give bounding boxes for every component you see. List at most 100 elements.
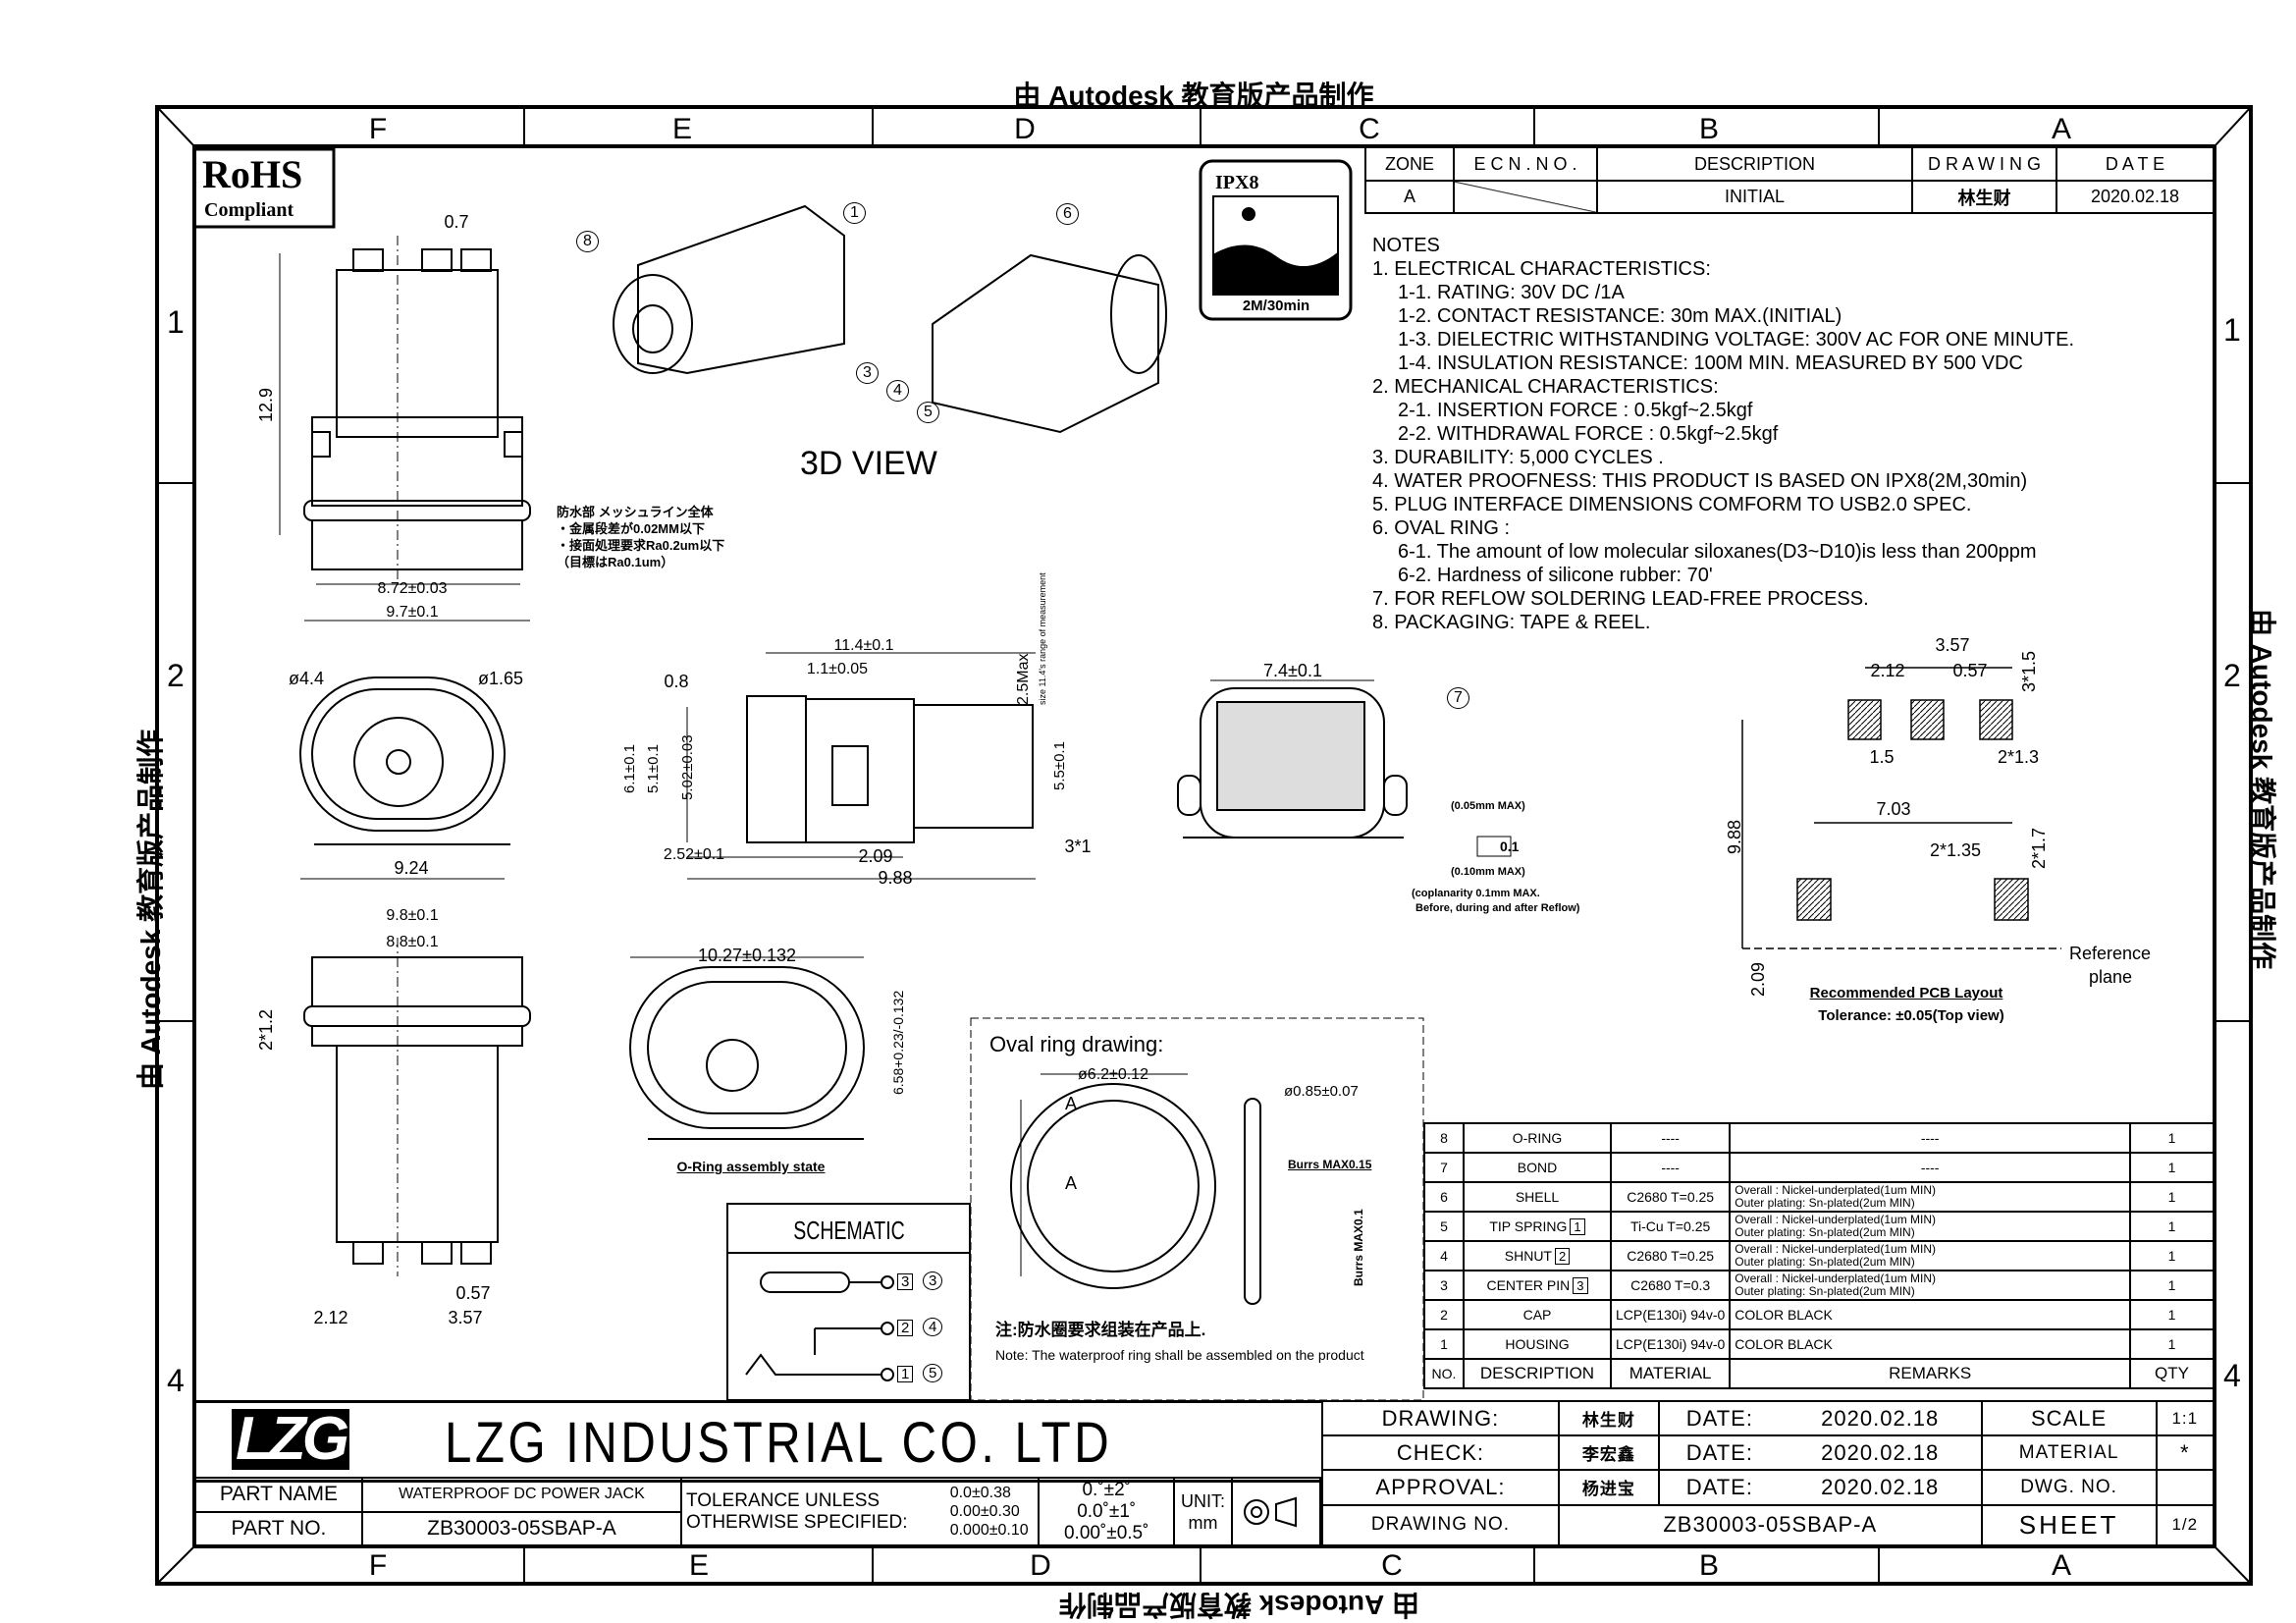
bom-qty: 1	[2129, 1122, 2215, 1154]
bom-desc: SHELL	[1463, 1181, 1612, 1213]
pcb-dim-3x1-5: 3*1.5	[2019, 650, 2039, 692]
drawing-no-value: ZB30003-05SBAP-A	[1557, 1503, 1983, 1547]
bom-qty: 1	[2129, 1328, 2215, 1360]
sheet-label: SHEET	[1980, 1503, 2158, 1547]
bom-header-qty: QTY	[2129, 1358, 2215, 1389]
bom-qty: 1	[2129, 1270, 2215, 1301]
bom-desc-text: SHNUT	[1504, 1247, 1552, 1264]
bom-desc-text: TIP SPRING	[1489, 1217, 1568, 1234]
rohs-compliant-text: Compliant	[204, 199, 294, 221]
bom-material: Ti-Cu T=0.25	[1609, 1211, 1732, 1242]
section-a-label: A	[1065, 1094, 1078, 1113]
watermark-banner-left: 由 Autodesk 教育版产品制作	[135, 729, 166, 1090]
bom-desc-text: HOUSING	[1505, 1336, 1570, 1352]
pcb-dim-2x1-3: 2*1.3	[1998, 747, 2040, 767]
oval-ring-note-en: Note: The waterproof ring shall be assem…	[995, 1347, 1364, 1363]
zone-col-f: F	[368, 113, 388, 145]
bom-remarks: COLOR BLACK	[1729, 1328, 2131, 1360]
unit-label: UNIT:	[1180, 1490, 1225, 1511]
reference-plane-label-2: plane	[2089, 967, 2133, 987]
jp-note-line: ・接面処理要求Ra0.2um以下	[557, 538, 725, 553]
bom-material: ----	[1609, 1152, 1732, 1183]
dim-8-8: 8.8±0.1	[386, 934, 439, 950]
check-by: 李宏鑫	[1557, 1434, 1660, 1472]
note-line: 2-2. WITHDRAWAL FORCE : 0.5kgf~2.5kgf	[1398, 423, 1779, 445]
schematic-title: SCHEMATIC	[793, 1216, 905, 1245]
dim-2x1-2: 2*1.2	[256, 1008, 276, 1051]
tolerance-angular: 0.˚±2˚0.0˚±1˚0.00˚±0.5˚	[1038, 1477, 1176, 1546]
schematic-lines	[745, 1271, 894, 1381]
bom-remark-line: Outer plating: Sn-plated(2um MIN)	[1735, 1225, 1915, 1239]
zone-col-e: E	[671, 113, 693, 145]
dim-0-8: 0.8	[664, 672, 689, 691]
dim-6-1: 6.1±0.1	[621, 744, 638, 793]
dim-2-5max: 2.5Max	[1015, 653, 1032, 705]
date-label: DATE:	[1657, 1434, 1780, 1472]
bom-remarks: ----	[1729, 1122, 2131, 1154]
note-line: 1-4. INSULATION RESISTANCE: 100M MIN. ME…	[1398, 352, 2023, 374]
oval-ring-note-cn: 注:防水圈要求组装在产品上.	[995, 1321, 1206, 1339]
oring-assembly-view	[629, 956, 865, 1140]
notes: NOTES 1. ELECTRICAL CHARACTERISTICS: 1-1…	[1372, 234, 2074, 634]
bom-qty: 1	[2129, 1181, 2215, 1213]
inner-frame	[192, 144, 2216, 1548]
tol-line: 0.˚±2˚	[1082, 1479, 1131, 1500]
pcb-dim-0-57: 0.57	[1952, 661, 1988, 680]
drawing-no-label: DRAWING NO.	[1321, 1503, 1560, 1547]
company-logo: LZG	[232, 1409, 349, 1470]
dim-dia-1-65: ø1.65	[478, 669, 524, 688]
note-line: 5. PLUG INTERFACE DIMENSIONS COMFORM TO …	[1372, 494, 1972, 515]
pcb-dim-1-5: 1.5	[1869, 747, 1895, 767]
dim-10-27: 10.27±0.132	[698, 946, 796, 965]
balloon-4: 4	[886, 380, 909, 402]
ipx8-caption: 2M/30min	[1242, 298, 1310, 314]
flatness-note-2: (0.10mm MAX)	[1451, 866, 1525, 878]
balloon-3: 3	[856, 362, 879, 384]
rev-header-date: D A T E	[2056, 146, 2215, 182]
bom-qty: 1	[2129, 1240, 2215, 1271]
dim-3-57-bottom: 3.57	[448, 1308, 483, 1327]
bom-no: 8	[1423, 1122, 1465, 1154]
dim-dia-4-4: ø4.4	[289, 669, 325, 688]
schematic-pin-1: 1	[897, 1366, 914, 1382]
side-view	[686, 652, 1036, 880]
sheet-value: 1/2	[2155, 1503, 2216, 1547]
bom-no: 4	[1423, 1240, 1465, 1271]
zone-col-b: B	[1698, 113, 1720, 145]
zone-col-e: E	[688, 1549, 710, 1582]
note-line: 1-2. CONTACT RESISTANCE: 30m MAX.(INITIA…	[1398, 305, 1842, 327]
balloon-1: 1	[843, 202, 866, 224]
rev-header-drawing: D R A W I N G	[1911, 146, 2057, 182]
note-line: 6-1. The amount of low molecular siloxan…	[1398, 541, 2037, 563]
pcb-tolerance: Tolerance: ±0.05(Top view)	[1818, 1007, 2004, 1024]
bom-desc: BOND	[1463, 1152, 1612, 1183]
bom-header-no: NO.	[1423, 1358, 1465, 1389]
dim-5-02: 5.02±0.03	[679, 734, 696, 800]
burrs-note-1: Burrs MAX0.15	[1288, 1158, 1372, 1171]
tol-line: 0.000±0.10	[949, 1522, 1029, 1539]
zone-col-c: C	[1359, 113, 1380, 145]
oring-assembly-caption: O-Ring assembly state	[676, 1159, 826, 1174]
watermark-banner-right: 由 Autodesk 教育版产品制作	[2247, 609, 2277, 970]
date-label: DATE:	[1657, 1469, 1780, 1506]
zone-row-4: 4	[167, 1363, 185, 1398]
section-a-label: A	[1065, 1173, 1078, 1193]
bom-material: LCP(E130i) 94v-0	[1609, 1328, 1732, 1360]
note-line: 6-2. Hardness of silicone rubber: 70'	[1398, 565, 1713, 586]
bom-remark-line: Outer plating: Sn-plated(2um MIN)	[1735, 1284, 1915, 1298]
pcb-dim-2-12: 2.12	[1870, 661, 1905, 680]
note-line: 1-1. RATING: 30V DC /1A	[1398, 282, 1625, 303]
bom-remarks: Overall : Nickel-underplated(1um MIN)Out…	[1729, 1240, 2131, 1271]
pcb-layout	[1741, 667, 2061, 949]
zone-col-f: F	[368, 1549, 388, 1582]
date-value: 2020.02.18	[1779, 1399, 1983, 1437]
bom-header-material: MATERIAL	[1609, 1358, 1732, 1389]
frame-corners	[156, 106, 2252, 1585]
